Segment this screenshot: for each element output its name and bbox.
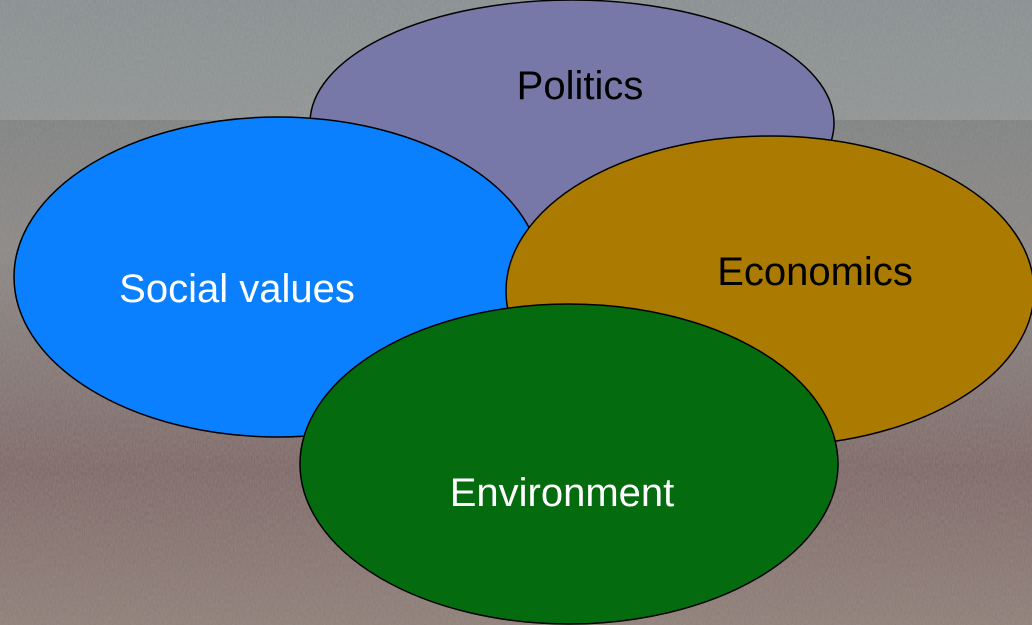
environment-label: Environment — [450, 471, 675, 515]
economics-label: Economics — [717, 250, 913, 294]
node-environment: Environment — [299, 303, 839, 625]
politics-label: Politics — [517, 64, 644, 108]
social-values-label: Social values — [119, 267, 355, 311]
environment-ellipse — [299, 303, 839, 625]
